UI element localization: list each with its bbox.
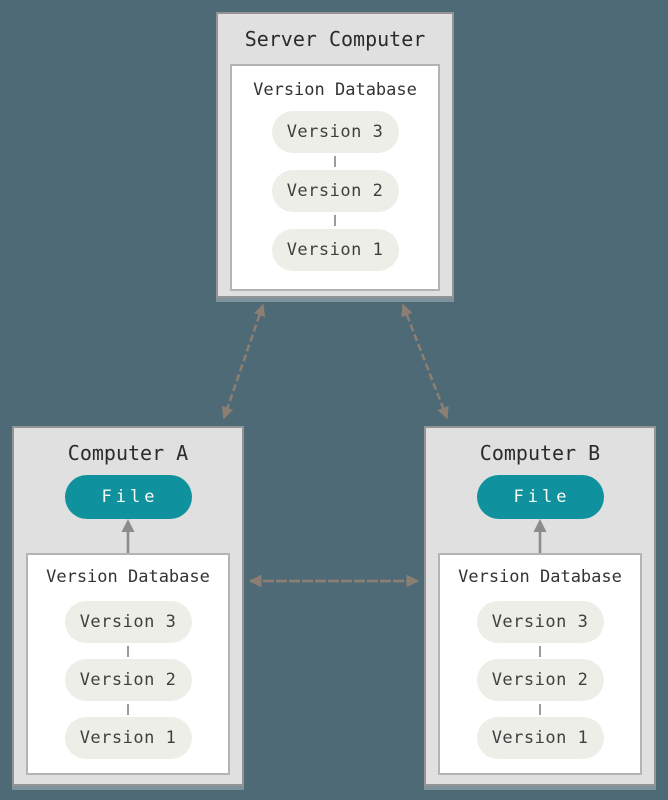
server-version-database-box: Version Database Version 3 Version 2 Ver… [230,64,440,291]
computer-b-version-3-pill: Version 3 [476,601,604,643]
version-connector [127,701,129,717]
version-connector [539,643,541,659]
computer-b-title: Computer B [479,441,601,465]
computer-b-version-2-pill: Version 2 [476,659,604,701]
server-computer-title: Server Computer [244,27,426,51]
server-version-1-pill: Version 1 [271,229,399,271]
computer-a-file-pill: File [64,475,192,519]
computer-b-version-database-label: Version Database [458,567,622,587]
computer-a-version-2-pill: Version 2 [64,659,192,701]
arrow-server-computer-a [221,303,266,420]
server-version-3-pill: Version 3 [271,111,399,153]
computer-a-title: Computer A [67,441,189,465]
server-version-2-pill: Version 2 [271,170,399,212]
computer-b-version-database-box: Version Database Version 3 Version 2 Ver… [438,553,642,775]
computer-a-version-3-pill: Version 3 [64,601,192,643]
computer-b-version-1-pill: Version 1 [476,717,604,759]
computer-b-file-pill: File [476,475,604,519]
server-computer-node: Server Computer Version Database Version… [216,12,454,298]
version-connector [127,643,129,659]
computer-a-node: Computer A File Version Database Version… [12,426,244,786]
version-connector [334,212,336,229]
arrow-server-computer-b [401,303,449,420]
up-arrow-icon [533,519,547,553]
computer-a-version-1-pill: Version 1 [64,717,192,759]
up-arrow-icon [121,519,135,553]
computer-a-version-database-box: Version Database Version 3 Version 2 Ver… [26,553,230,775]
server-version-database-label: Version Database [253,80,417,100]
computer-a-version-database-label: Version Database [46,567,210,587]
version-connector [539,701,541,717]
version-connector [334,153,336,170]
computer-b-node: Computer B File Version Database Version… [424,426,656,786]
